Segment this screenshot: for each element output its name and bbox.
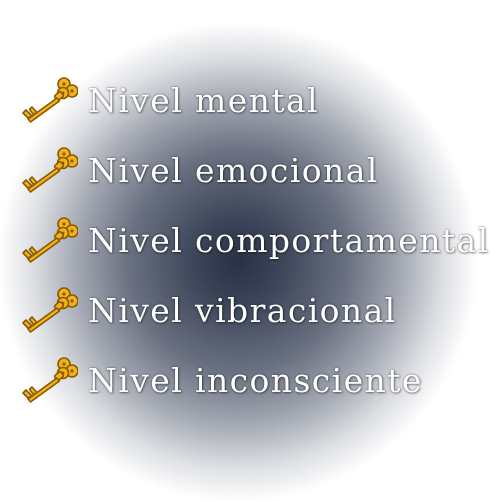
level-label: Nivel vibracional	[88, 291, 397, 330]
list-item: Nivel mental	[18, 76, 319, 126]
level-label: Nivel inconsciente	[88, 361, 423, 400]
list-item: Nivel emocional	[18, 146, 379, 196]
key-icon	[18, 286, 78, 336]
key-icon	[18, 146, 78, 196]
list-item: Nivel vibracional	[18, 286, 397, 336]
level-label: Nivel mental	[88, 81, 320, 120]
list-item: Nivel comportamental	[18, 216, 490, 266]
level-label: Nivel comportamental	[88, 221, 490, 260]
level-label: Nivel emocional	[88, 151, 379, 190]
key-icon	[18, 216, 78, 266]
key-icon	[18, 356, 78, 406]
key-icon	[18, 76, 78, 126]
list-item: Nivel inconsciente	[18, 356, 423, 406]
